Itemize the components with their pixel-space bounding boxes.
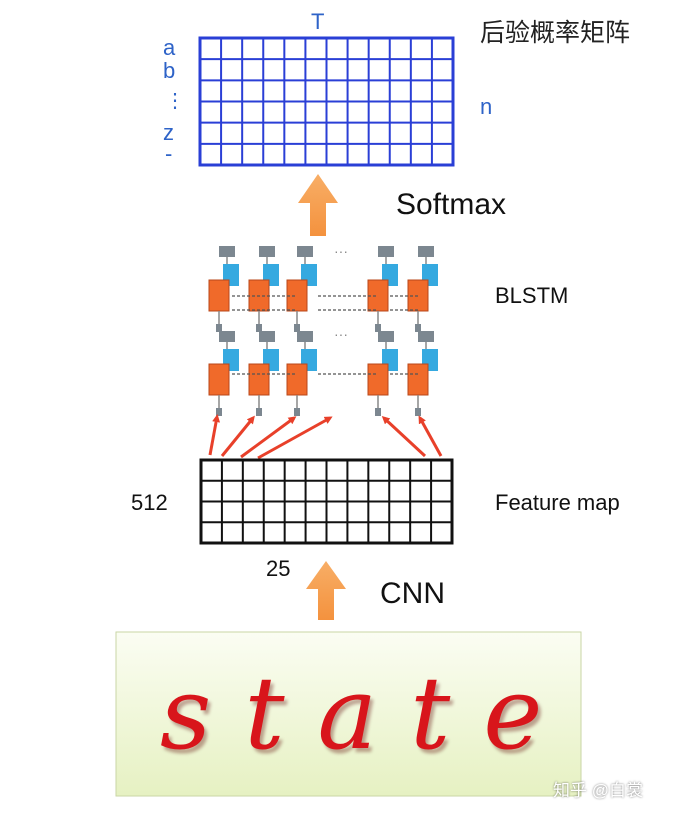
lstm-forward-cell	[248, 363, 270, 396]
lstm-input-node	[294, 408, 300, 416]
lstm-output-node	[259, 246, 275, 257]
row-label-a: a	[163, 35, 176, 60]
feature-map-width-label: 25	[266, 556, 291, 581]
lstm-output-node	[297, 331, 313, 342]
softmax-arrow	[298, 174, 338, 236]
row-label-blank: -	[165, 141, 173, 166]
lstm-input-node	[216, 324, 222, 332]
lstm-output-node	[418, 246, 434, 257]
watermark: 知乎 @白裳	[553, 781, 643, 800]
cnn-arrow	[306, 561, 346, 620]
lstm-input-node	[256, 408, 262, 416]
lstm-input-node	[375, 324, 381, 332]
blstm-label: BLSTM	[495, 283, 569, 308]
red-arrow	[257, 416, 333, 460]
lstm-forward-cell	[407, 363, 429, 396]
lstm-forward-cell	[208, 363, 230, 396]
softmax-label: Softmax	[396, 188, 507, 221]
lstm-input-node	[375, 408, 381, 416]
row-label-vdots: ⋮	[165, 90, 185, 112]
lstm-forward-cell	[367, 363, 389, 396]
lstm-input-node	[415, 324, 421, 332]
lstm-input-node	[256, 324, 262, 332]
red-arrow	[220, 415, 255, 457]
lstm-output-node	[219, 246, 235, 257]
input-word: state	[160, 655, 576, 772]
lstm-forward-cell	[208, 279, 230, 312]
blstm-ellipsis-top: ···	[334, 243, 348, 259]
blstm-ellipsis-mid: ···	[334, 326, 348, 342]
lstm-output-node	[418, 331, 434, 342]
red-arrow	[381, 415, 427, 458]
red-arrow	[240, 416, 297, 459]
red-arrow	[418, 415, 443, 457]
red-arrow	[208, 414, 221, 456]
lstm-input-node	[415, 408, 421, 416]
lstm-output-node	[378, 331, 394, 342]
lstm-output-node	[378, 246, 394, 257]
feature-to-lstm-arrows	[208, 414, 443, 460]
lstm-forward-cell	[286, 363, 308, 396]
matrix-top-label: T	[311, 9, 325, 34]
feature-map-grid	[199, 458, 454, 545]
lstm-output-node	[297, 246, 313, 257]
lstm-output-node	[259, 331, 275, 342]
row-label-b: b	[163, 58, 176, 83]
feature-map-height-label: 512	[131, 490, 168, 515]
lstm-input-node	[216, 408, 222, 416]
posterior-matrix-grid	[198, 36, 455, 167]
matrix-title: 后验概率矩阵	[480, 19, 631, 47]
input-image-panel	[115, 631, 582, 797]
matrix-right-label: n	[480, 94, 493, 119]
row-label-z: z	[163, 120, 174, 145]
lstm-output-node	[219, 331, 235, 342]
blstm-network	[208, 246, 438, 416]
feature-map-label: Feature map	[495, 490, 620, 515]
cnn-label: CNN	[380, 577, 445, 610]
lstm-input-node	[294, 324, 300, 332]
